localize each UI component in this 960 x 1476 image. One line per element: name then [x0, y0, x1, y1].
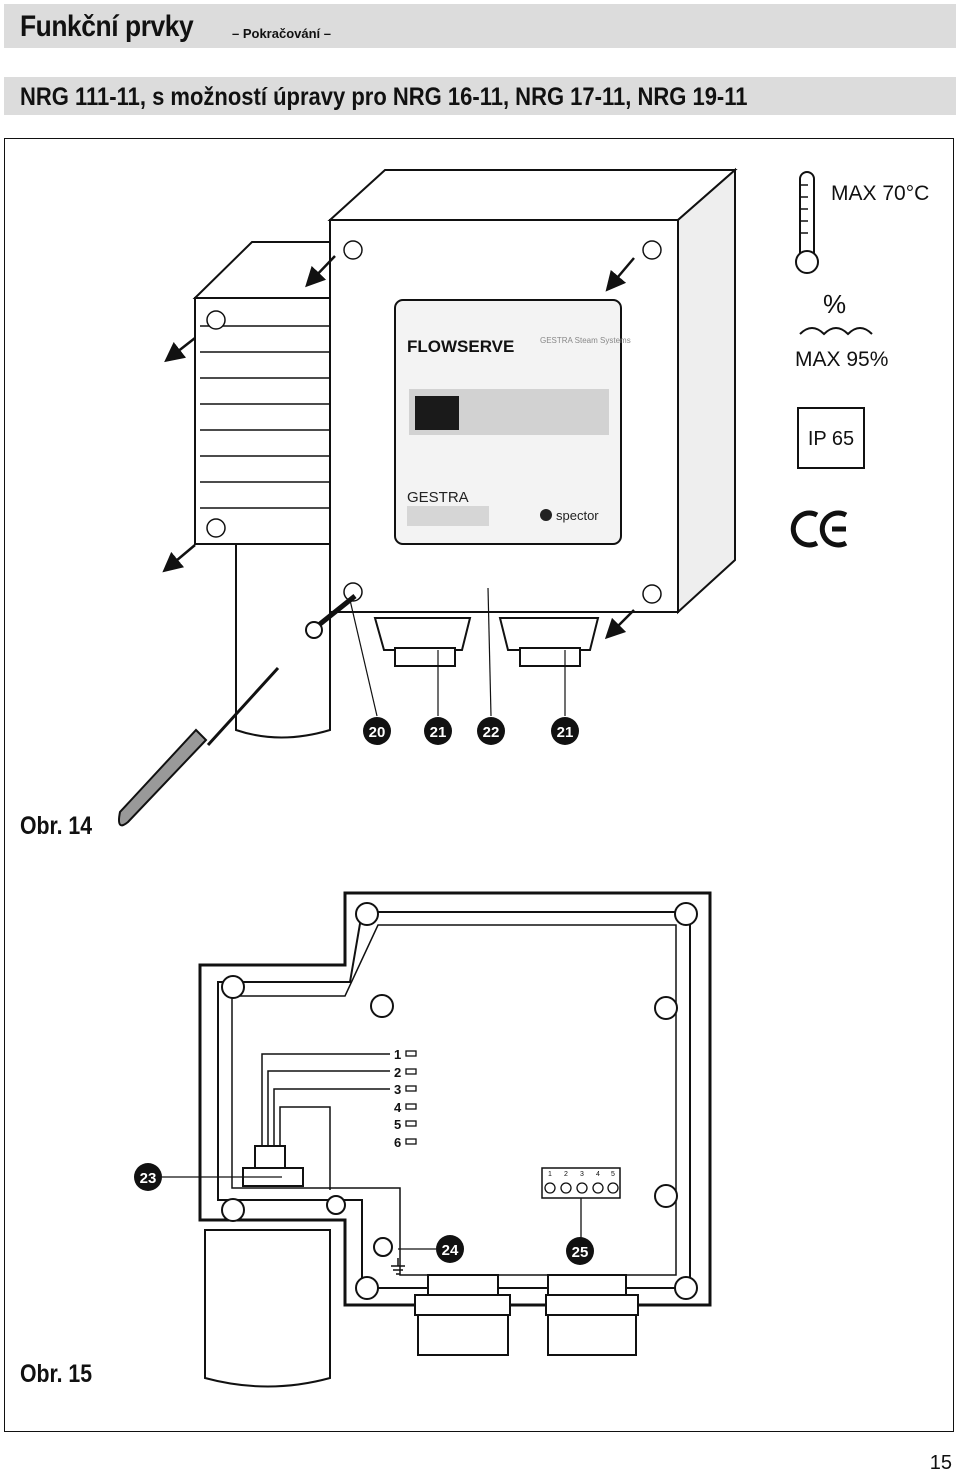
- section-title: NRG 111-11, s možností úpravy pro NRG 16…: [20, 83, 748, 111]
- terminal-label: 2: [394, 1065, 401, 1080]
- svg-text:2: 2: [564, 1171, 568, 1178]
- humidity-wave-icon: [799, 327, 873, 336]
- brand-tagline: GESTRA Steam Systems: [540, 336, 631, 345]
- terminal-label: 4: [394, 1100, 402, 1115]
- page-title: Funkční prvky: [20, 10, 194, 43]
- svg-text:21: 21: [430, 724, 447, 741]
- max-humidity: MAX 95%: [795, 348, 888, 371]
- brand-logo-text: FLOWSERVE: [407, 337, 514, 356]
- page-header-band: Funkční prvky – Pokračování –: [4, 4, 956, 48]
- svg-text:24: 24: [442, 1242, 459, 1259]
- ground-icon: [391, 1258, 405, 1275]
- figure-frame: [4, 138, 954, 1432]
- callout-23: 23: [134, 1163, 162, 1191]
- callout-20: 20: [363, 717, 391, 745]
- svg-text:4: 4: [596, 1171, 600, 1178]
- terminal-label: 6: [394, 1135, 401, 1150]
- figure-15-caption: Obr. 15: [20, 1360, 93, 1388]
- ip-rating-box: [797, 407, 865, 469]
- product-logo: spector: [556, 508, 599, 523]
- callout-22: 22: [477, 717, 505, 745]
- ip-rating: IP 65: [808, 428, 854, 450]
- svg-text:1: 1: [548, 1171, 552, 1178]
- svg-text:3: 3: [580, 1171, 584, 1178]
- device-name: GESTRA: [407, 489, 469, 506]
- callout-25: 25: [566, 1237, 594, 1265]
- svg-text:25: 25: [572, 1244, 589, 1261]
- figure-14-caption: Obr. 14: [20, 812, 93, 840]
- terminal-label: 3: [394, 1082, 401, 1097]
- callout-24: 24: [436, 1235, 464, 1263]
- page-number: 15: [929, 1452, 952, 1474]
- svg-text:20: 20: [369, 724, 386, 741]
- figure14-drawing: [118, 167, 738, 827]
- terminal-labels: 1 2 3 4 5 6: [394, 1047, 402, 1150]
- terminal-label: 1: [394, 1047, 401, 1062]
- page-subtitle: – Pokračování –: [232, 26, 331, 41]
- svg-text:5: 5: [611, 1171, 615, 1178]
- ce-mark-icon: [790, 510, 848, 548]
- thermometer-icon: [795, 171, 819, 274]
- svg-text:22: 22: [483, 724, 500, 741]
- screw-icons: [206, 240, 662, 604]
- terminal-block-labels: 1 2 3 4 5: [548, 1171, 615, 1178]
- terminal-label: 5: [394, 1117, 401, 1132]
- callout-21a: 21: [424, 717, 452, 745]
- figure15-drawing: [162, 891, 712, 1388]
- callout-21b: 21: [551, 717, 579, 745]
- max-temperature: MAX 70°C: [831, 182, 929, 205]
- humidity-symbol: %: [823, 289, 846, 319]
- section-header-band: NRG 111-11, s možností úpravy pro NRG 16…: [4, 77, 956, 115]
- svg-text:23: 23: [140, 1170, 157, 1187]
- svg-text:21: 21: [557, 724, 574, 741]
